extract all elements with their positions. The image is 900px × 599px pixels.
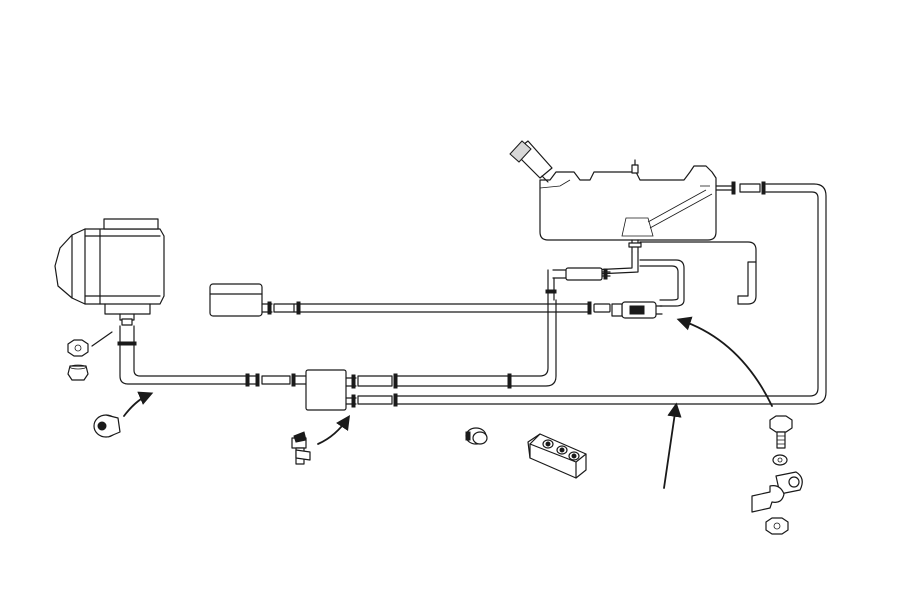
fuel-pump-center (305, 369, 357, 411)
hose-clip-icon (465, 427, 488, 445)
grommet-icon (93, 414, 121, 438)
arrow-return-line (663, 402, 682, 489)
standpipe-icon (639, 241, 757, 305)
heater-icon (54, 218, 165, 326)
bracket-icon (527, 433, 587, 479)
return-loop (639, 259, 685, 307)
union-fitting-icon (291, 431, 311, 465)
arrow-pump (676, 316, 773, 407)
center-to-filter-line (357, 299, 557, 389)
lower-fuel-line (117, 325, 307, 387)
fuel-filter-icon (545, 267, 611, 301)
nut-icon (67, 331, 113, 381)
arrow-fitting (317, 415, 350, 445)
fuel-pump-icon (593, 301, 663, 319)
arrow-grommet (123, 391, 154, 417)
bolt-icon (751, 415, 803, 535)
return-line (357, 181, 827, 407)
upper-fuel-line (209, 283, 592, 317)
fuel-tank-icon (509, 140, 717, 241)
